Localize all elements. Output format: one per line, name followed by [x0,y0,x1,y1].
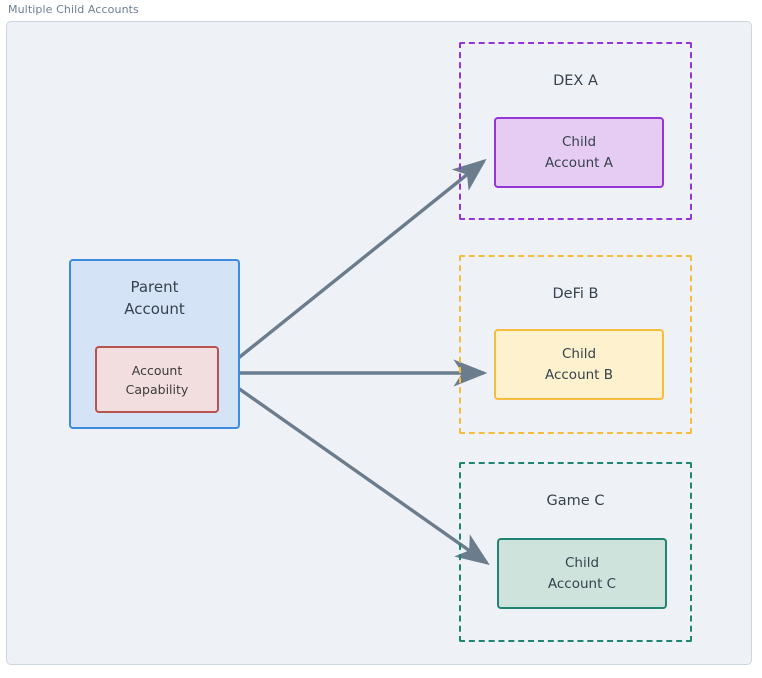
parent-account-title-line2: Account [124,300,185,318]
child-account-b-line2: Account B [544,366,614,383]
child-account-c-line1: Child [564,554,600,571]
account-capability-line2: Capability [125,381,189,397]
node-account-capability[interactable]: Account Capability [95,346,219,413]
edge-capability-to-child-c [220,374,490,565]
group-dex-a-title: DEX A [553,73,598,89]
group-defi-b-title: DeFi B [552,286,599,302]
node-parent-account[interactable]: Parent Account Account Capability [69,259,240,429]
node-child-account-a[interactable]: Child Account A [494,117,664,188]
edge-capability-to-child-a [219,158,487,374]
node-child-account-b[interactable]: Child Account B [494,329,664,400]
child-account-a-line1: Child [561,133,597,150]
group-game-c-title: Game C [546,493,605,509]
node-child-account-c[interactable]: Child Account C [497,538,667,609]
child-account-c-line2: Account C [547,575,617,592]
child-account-a-line2: Account A [544,154,614,171]
group-dex-a[interactable]: DEX A Child Account A [459,42,692,220]
parent-account-title-line1: Parent [130,278,179,296]
diagram-label: Multiple Child Accounts [8,3,139,16]
group-defi-b[interactable]: DeFi B Child Account B [459,255,692,434]
group-game-c[interactable]: Game C Child Account C [459,462,692,642]
account-capability-line1: Account [131,362,183,378]
child-account-b-line1: Child [561,345,597,362]
diagram-canvas: Parent Account Account Capability DEX A … [6,21,752,665]
